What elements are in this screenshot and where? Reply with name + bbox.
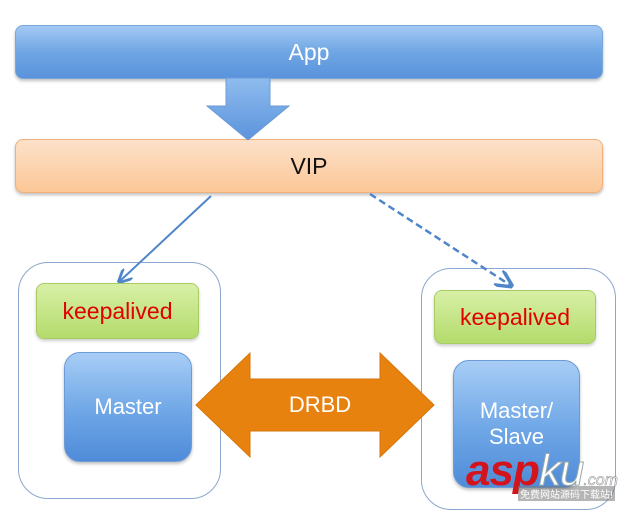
vip-to-master-connector [120,195,212,281]
vip-label: VIP [290,152,328,179]
app-label: App [288,38,330,65]
vip-to-slave-connector [369,192,510,285]
watermark: aspku.com 免费网站源码下载站! [466,446,618,501]
keepalived-master-label: keepalived [62,297,173,324]
master-server-label: Master [94,393,162,419]
drbd-label: DRBD [288,392,352,417]
master-server: Master [64,352,192,462]
watermark-domain: .com [583,472,618,490]
master-slave-label-line2: Slave [488,424,545,449]
master-slave-server: Master/ Slave [453,360,580,488]
app-to-vip-arrow [205,77,291,141]
watermark-tagline: 免费网站源码下载站! [518,486,615,501]
keepalived-slave-label: keepalived [460,303,570,330]
keepalived-master: keepalived [36,283,199,339]
keepalived-slave: keepalived [434,290,596,344]
vip-box: VIP [15,139,603,193]
master-slave-label-line1: Master/ [479,397,554,423]
drbd-double-arrow [195,351,435,459]
app-box: App [15,25,603,79]
